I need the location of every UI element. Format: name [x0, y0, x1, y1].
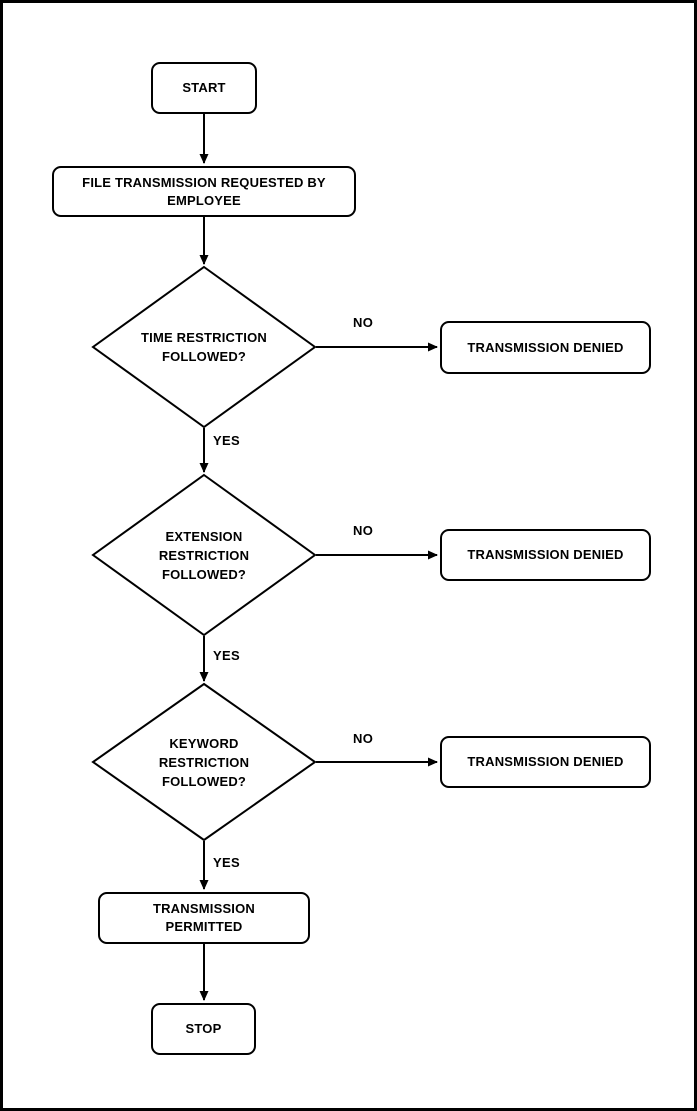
edge-label-no-extension: NO: [353, 523, 374, 538]
node-start-label: START: [182, 80, 226, 95]
node-transmission-denied-extension: TRANSMISSION DENIED: [440, 529, 651, 581]
node-stop-label: STOP: [185, 1021, 222, 1036]
decision-keyword-shape: [91, 682, 317, 842]
node-stop: STOP: [151, 1003, 256, 1055]
node-transmission-denied-extension-label: TRANSMISSION DENIED: [467, 547, 624, 562]
edge-label-yes-extension: YES: [213, 648, 240, 663]
edge-label-yes-keyword: YES: [213, 855, 240, 870]
node-transmission-denied-keyword-label: TRANSMISSION DENIED: [467, 754, 624, 769]
node-transmission-permitted-label: TRANSMISSION PERMITTED: [152, 901, 256, 934]
node-file-transmission-request: FILE TRANSMISSION REQUESTED BY EMPLOYEE: [52, 166, 356, 217]
node-transmission-denied-time: TRANSMISSION DENIED: [440, 321, 651, 374]
decision-time-shape: [91, 265, 317, 429]
connector-layer: [91, 114, 438, 1001]
edge-label-yes-time: YES: [213, 433, 240, 448]
decision-extension-shape: [91, 473, 317, 637]
edge-label-no-time: NO: [353, 315, 374, 330]
edge-label-no-keyword: NO: [353, 731, 374, 746]
node-start: START: [151, 62, 257, 114]
node-transmission-denied-keyword: TRANSMISSION DENIED: [440, 736, 651, 788]
node-transmission-denied-time-label: TRANSMISSION DENIED: [467, 339, 624, 355]
node-transmission-permitted: TRANSMISSION PERMITTED: [98, 892, 310, 944]
node-file-transmission-request-label: FILE TRANSMISSION REQUESTED BY EMPLOYEE: [82, 174, 326, 208]
